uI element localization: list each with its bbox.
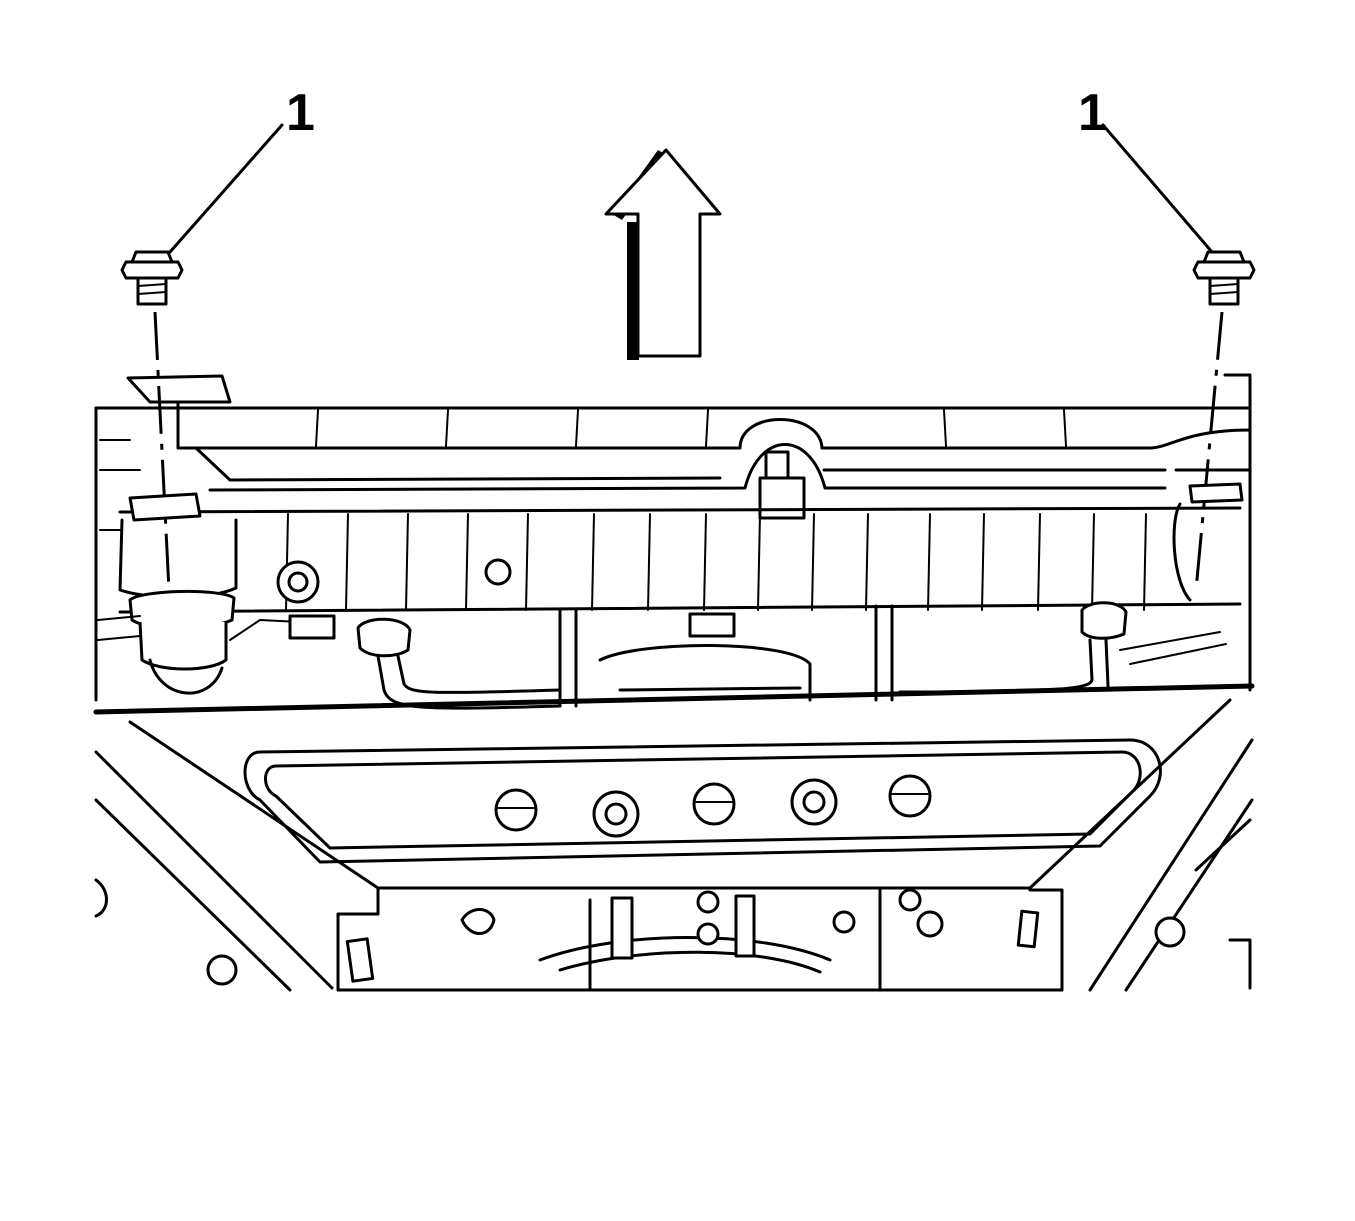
slot-2-icon	[692, 782, 736, 826]
callout-label-right: 1	[1078, 84, 1107, 142]
leader-line-right	[1101, 123, 1214, 254]
hoses	[229, 604, 1227, 710]
radiator-tank	[118, 506, 1242, 614]
nut-2-icon	[790, 778, 838, 826]
upper-shroud	[94, 373, 1252, 692]
slot-3-icon	[888, 774, 932, 818]
lower-engine-area	[94, 818, 1252, 992]
bolt-right-axis	[1194, 311, 1224, 591]
left-mount-grommet	[118, 492, 238, 695]
slot-1-icon	[494, 788, 538, 832]
arrow-up-icon	[604, 148, 722, 360]
leader-line-left	[168, 123, 284, 254]
lower-support	[93, 683, 1255, 992]
bolt-right-icon	[1192, 250, 1256, 306]
bolt-left-axis	[153, 311, 172, 611]
bolt-left-icon	[120, 250, 184, 306]
right-mount-grommet	[1080, 482, 1244, 640]
callout-label-left: 1	[286, 84, 315, 142]
left-frame-edge	[94, 406, 141, 702]
nut-1-icon	[592, 790, 640, 838]
